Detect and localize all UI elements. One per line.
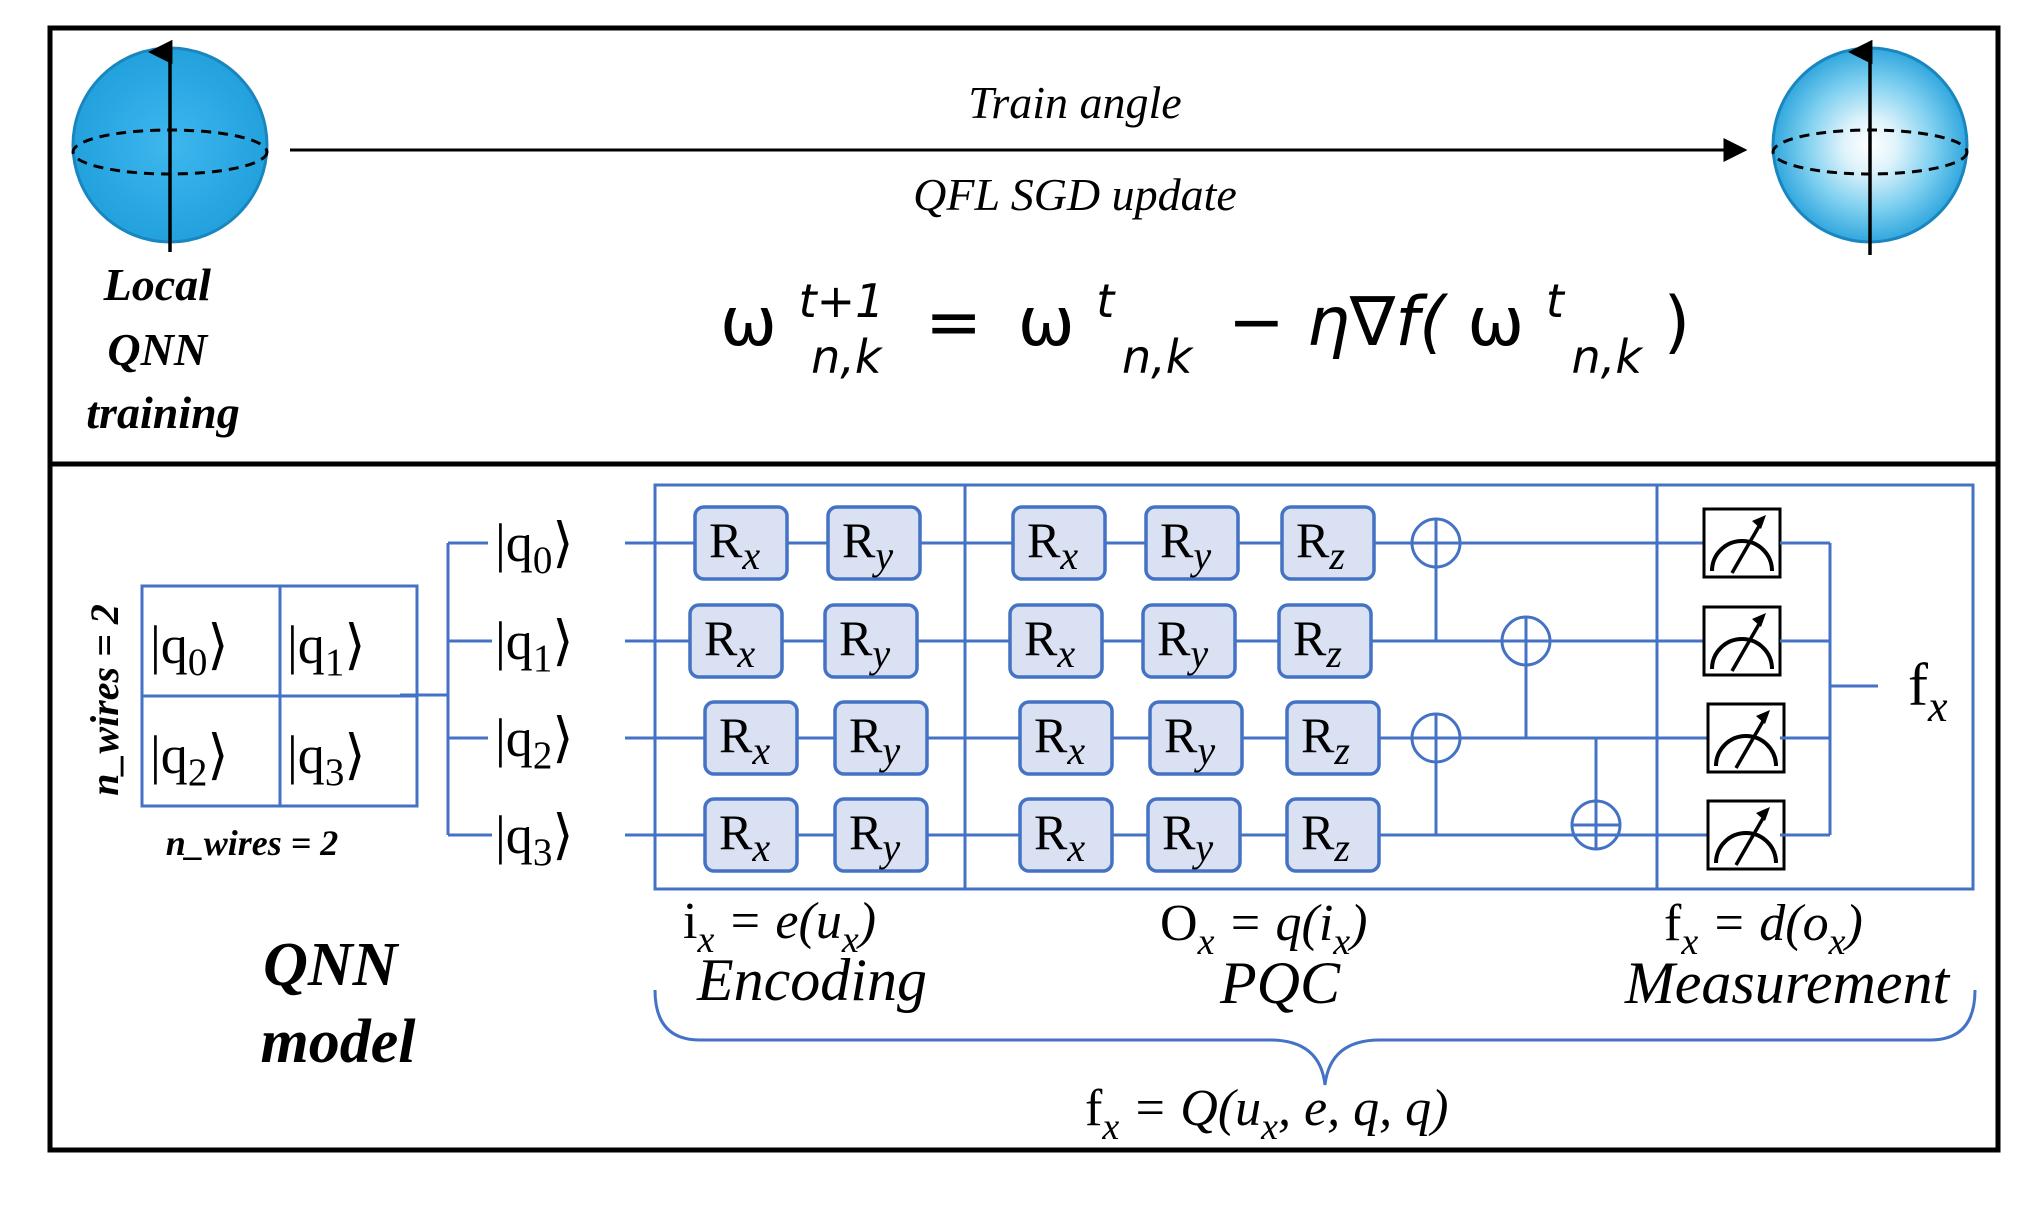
section-name-measurement: Measurement	[1624, 950, 1951, 1016]
cnot-target-q1	[1500, 615, 1552, 667]
svg-text:Rz: Rz	[1301, 707, 1350, 773]
svg-text:Rx: Rx	[1024, 610, 1075, 676]
bloch-sphere-initial	[71, 39, 269, 252]
svg-text:Rx: Rx	[1034, 707, 1085, 773]
gate-pqc-rz-q2: Rz	[1285, 700, 1381, 776]
svg-text:Ry: Ry	[849, 804, 900, 870]
svg-text:Rz: Rz	[1296, 512, 1345, 578]
grid-ket-q0: |q0⟩	[150, 615, 228, 684]
section-name-encoding: Encoding	[696, 947, 927, 1013]
cnot-gates	[1410, 517, 1622, 851]
measurement-meter-q3	[1706, 799, 1786, 871]
measurement-gates	[1702, 507, 1786, 871]
arrow-label-top: Train angle	[968, 77, 1181, 128]
qubit-grid-labels: |q0⟩ |q1⟩ |q2⟩ |q3⟩	[150, 615, 365, 794]
n-wires-vertical-label: n_wires = 2	[82, 604, 127, 796]
svg-text:Ry: Ry	[842, 512, 893, 578]
gate-pqc-rz-q3: Rz	[1285, 797, 1381, 873]
output-fx: fx	[1908, 652, 1948, 731]
svg-text:Ry: Ry	[1164, 707, 1215, 773]
grid-ket-q2: |q2⟩	[150, 725, 228, 794]
local-qnn-training-label: Local QNN training	[86, 259, 239, 438]
measurement-meter-q1	[1702, 605, 1782, 677]
measurement-meter-q2	[1706, 702, 1786, 774]
gate-pqc-ry-q1: Ry	[1141, 603, 1237, 679]
gate-pqc-rx-q1: Rx	[1008, 603, 1104, 679]
output-combiner	[1780, 541, 1878, 837]
arrow-label-bottom: QFL SGD update	[913, 169, 1237, 220]
svg-text:Rx: Rx	[1027, 512, 1078, 578]
circuit-wires	[625, 541, 1710, 837]
svg-text:Ry: Ry	[1162, 804, 1213, 870]
bottom-panel-border	[47, 461, 2001, 1153]
svg-text:Rx: Rx	[1034, 804, 1085, 870]
gate-pqc-ry-q3: Ry	[1146, 797, 1242, 873]
svg-text:Ry: Ry	[1157, 610, 1208, 676]
grid-connector	[400, 541, 492, 837]
top-panel: Local QNN training Train angle QFL SGD u…	[47, 25, 2001, 467]
gate-enc-ry-q3: Ry	[833, 797, 929, 873]
gate-enc-ry-q2: Ry	[833, 700, 929, 776]
qubit-labels: |q0⟩ |q1⟩ |q2⟩ |q3⟩	[495, 513, 573, 874]
section-name-pqc: PQC	[1219, 950, 1341, 1016]
gate-enc-rx-q1: Rx	[688, 603, 784, 679]
cnot-target-q2	[1410, 712, 1462, 764]
svg-text:Rx: Rx	[709, 512, 760, 578]
bloch-sphere-trained	[1771, 39, 1969, 255]
grid-ket-q3: |q3⟩	[287, 725, 365, 794]
qubit-label-q1: |q1⟩	[495, 611, 573, 680]
section-formula-pqc: Ox = q(ix)	[1160, 895, 1368, 963]
svg-text:Rx: Rx	[719, 804, 770, 870]
svg-text:Ry: Ry	[839, 610, 890, 676]
section-formula-encoding: ix = e(ux)	[683, 893, 876, 961]
svg-text:Rz: Rz	[1301, 804, 1350, 870]
qubit-label-q2: |q2⟩	[495, 708, 573, 777]
cnot-target-q0	[1410, 517, 1462, 569]
brace-formula: fx = Q(ux, e, q, q)	[1085, 1080, 1448, 1148]
gate-pqc-rx-q3: Rx	[1018, 797, 1114, 873]
svg-text:Ry: Ry	[1160, 512, 1211, 578]
section-brace	[653, 989, 1977, 1086]
qnn-model-label: QNN model	[261, 931, 417, 1076]
section-formula-measurement: fx = d(ox)	[1664, 895, 1863, 963]
svg-text:Rz: Rz	[1293, 610, 1342, 676]
gate-enc-rx-q2: Rx	[703, 700, 799, 776]
qubit-label-q3: |q3⟩	[495, 805, 573, 874]
qubit-label-q0: |q0⟩	[495, 513, 573, 582]
gate-pqc-rx-q2: Rx	[1018, 700, 1114, 776]
bottom-panel: n_wires = 2 |q0⟩ |q1⟩ |q2⟩ |q3⟩ n_wires = 2…	[47, 461, 2001, 1153]
gate-enc-ry-q0: Ry	[826, 505, 922, 581]
gate-enc-ry-q1: Ry	[823, 603, 919, 679]
gate-pqc-ry-q2: Ry	[1148, 700, 1244, 776]
cnot-target-q3	[1570, 799, 1622, 851]
gate-pqc-rz-q1: Rz	[1277, 603, 1373, 679]
circuit-frame	[653, 483, 1975, 891]
gate-pqc-ry-q0: Ry	[1144, 505, 1240, 581]
svg-text:Rx: Rx	[719, 707, 770, 773]
gate-pqc-rx-q0: Rx	[1011, 505, 1107, 581]
gate-enc-rx-q3: Rx	[703, 797, 799, 873]
sgd-update-equation: ω t+1 n,k = ω t n,k − η∇f( ω t n,k )	[720, 255, 1690, 390]
gate-pqc-rz-q0: Rz	[1280, 505, 1376, 581]
svg-text:Rx: Rx	[704, 610, 755, 676]
grid-ket-q1: |q1⟩	[287, 615, 365, 684]
section-labels: ix = e(ux)Encoding Ox = q(ix)PQC fx = d(ox…	[683, 893, 1950, 1016]
n-wires-horizontal-label: n_wires = 2	[166, 823, 339, 863]
gate-enc-rx-q0: Rx	[693, 505, 789, 581]
measurement-meter-q0	[1702, 507, 1782, 579]
svg-text:Ry: Ry	[849, 707, 900, 773]
